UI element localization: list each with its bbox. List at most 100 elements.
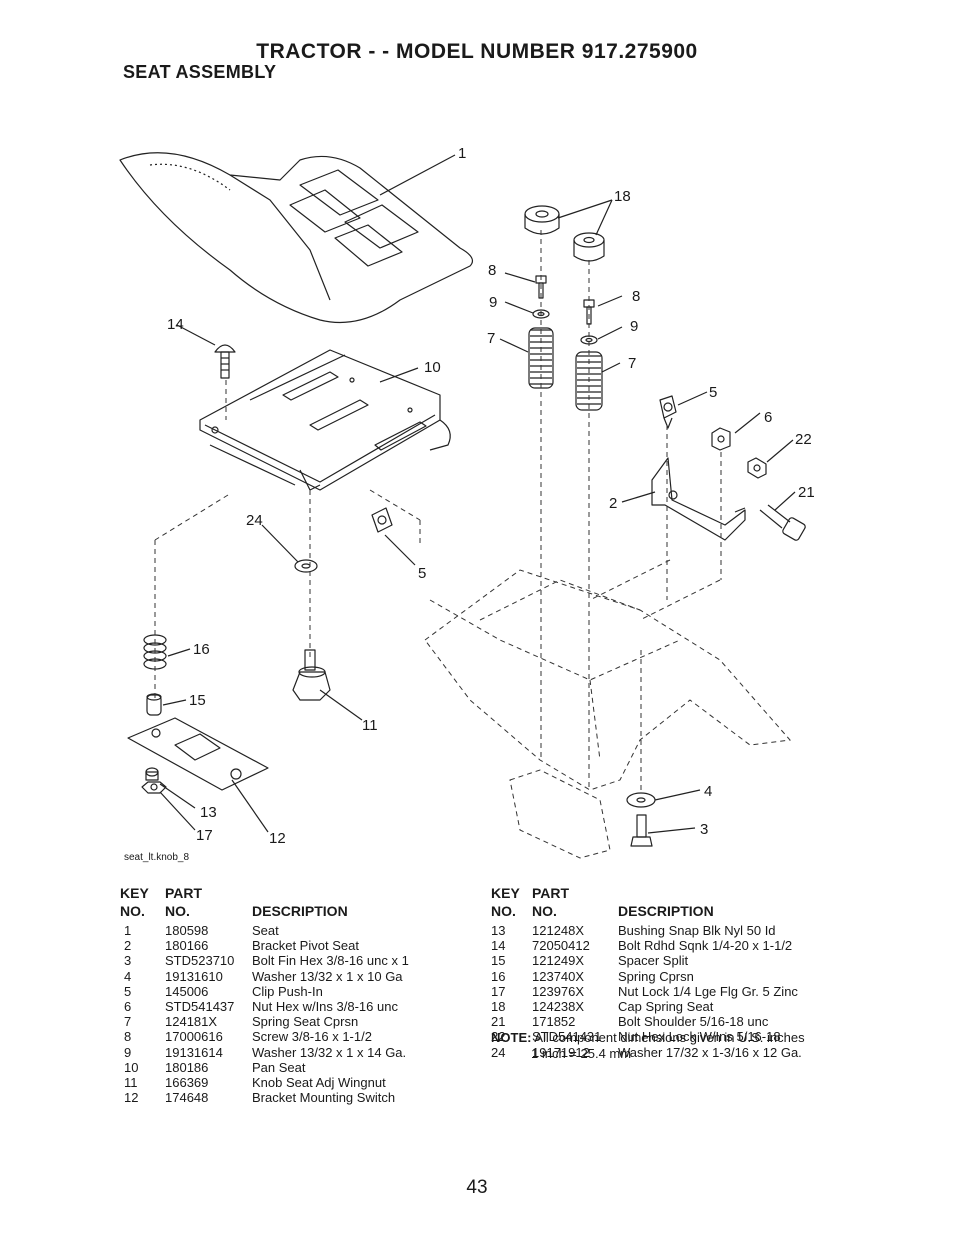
dimensions-note: NOTE: All component dimensions given in …	[491, 1030, 805, 1062]
part-number: 121248X	[532, 923, 585, 938]
washer-24-drawing	[294, 559, 318, 573]
part-description: Bracket Pivot Seat	[252, 938, 359, 954]
part-number: 123740X	[532, 968, 585, 984]
part-description: Spring Cprsn	[618, 968, 694, 984]
callout-11: 11	[362, 717, 378, 734]
part-number: 124238X	[532, 998, 585, 1014]
callout-22: 22	[795, 431, 812, 448]
key-number: 14	[491, 938, 506, 954]
callout-5b: 5	[418, 565, 426, 582]
part-number: 123976X	[532, 983, 585, 999]
key-number: 8	[124, 1029, 132, 1045]
key-number: 4	[124, 968, 132, 984]
table-row: 16 123740X Spring Cprsn	[491, 969, 841, 984]
header-no: NO.	[491, 903, 516, 919]
screws-washers-drawing	[532, 275, 598, 345]
part-description: Cap Spring Seat	[618, 998, 714, 1014]
key-number: 11	[124, 1074, 138, 1090]
section-title: SEAT ASSEMBLY	[123, 62, 277, 82]
header-key: KEY	[120, 885, 149, 901]
part-number: 72050412	[532, 938, 590, 954]
note-line-2: 1 inch = 25.4 mm	[531, 1046, 632, 1061]
key-number: 22	[491, 1029, 506, 1045]
callout-7a: 7	[487, 330, 495, 347]
table-row: 8 17000616 Screw 3/8-16 x 1-1/2	[120, 1029, 450, 1044]
table-row: 4 19131610 Washer 13/32 x 1 x 10 Ga	[120, 969, 450, 984]
part-description: Screw 3/8-16 x 1-1/2	[252, 1029, 372, 1045]
nuts-bolt-drawing	[711, 427, 806, 541]
part-number: 19131610	[165, 968, 223, 984]
key-number: 15	[491, 953, 506, 969]
part-number: 180186	[165, 1059, 209, 1075]
page-number: 43	[466, 1177, 488, 1198]
table-row: 14 72050412 Bolt Rdhd Sqnk 1/4-20 x 1-1/2	[491, 938, 841, 953]
callout-4: 4	[704, 783, 712, 800]
header-part: PART	[165, 885, 203, 901]
part-description: Clip Push-In	[252, 983, 323, 999]
page-title: TRACTOR - - MODEL NUMBER 917.275900	[256, 40, 698, 63]
part-number: 17000616	[165, 1029, 223, 1045]
part-description: Bolt Rdhd Sqnk 1/4-20 x 1-1/2	[618, 938, 793, 954]
callout-5a: 5	[709, 384, 717, 401]
header-part: PART	[532, 885, 570, 901]
carriage-bolt-drawing	[214, 344, 236, 379]
spacer-drawing	[146, 693, 162, 716]
callout-15: 15	[189, 692, 206, 709]
header-description: DESCRIPTION	[618, 903, 714, 919]
part-description: Bolt Shoulder 5/16-18 unc	[618, 1014, 769, 1030]
part-description: Washer 13/32 x 1 x 10 Ga	[252, 968, 403, 984]
bracket-switch-drawing	[127, 717, 269, 791]
part-description: Bushing Snap Blk Nyl 50 Id	[618, 923, 776, 938]
part-number: STD541437	[165, 998, 235, 1014]
callout-7b: 7	[628, 355, 636, 372]
knob-drawing	[292, 649, 331, 701]
key-number: 5	[124, 983, 132, 999]
part-description: Spacer Split	[618, 953, 689, 969]
part-number: 124181X	[165, 1014, 218, 1030]
part-number: 121249X	[532, 953, 585, 969]
callout-13: 13	[200, 804, 217, 821]
key-number: 9	[124, 1044, 132, 1060]
bushing-nut-drawing	[141, 767, 167, 794]
header-part-no: NO.	[165, 903, 190, 919]
key-number: 16	[491, 968, 506, 984]
pan-seat-drawing	[199, 349, 451, 491]
callout-10: 10	[424, 359, 441, 376]
part-description: Seat	[252, 923, 279, 938]
seat-drawing	[119, 152, 473, 324]
header-part-no: NO.	[532, 903, 557, 919]
callout-1: 1	[458, 145, 466, 162]
callout-8b: 8	[632, 288, 640, 305]
part-description: Spring Seat Cprsn	[252, 1014, 359, 1030]
callout-2: 2	[609, 495, 617, 512]
table-row: 15 121249X Spacer Split	[491, 953, 841, 968]
table-header: KEY PART NO. NO. DESCRIPTION	[491, 885, 841, 923]
callout-17: 17	[196, 827, 213, 844]
callout-24: 24	[246, 512, 263, 529]
part-description: Nut Hex w/Ins 3/8-16 unc	[252, 998, 398, 1014]
part-description: Pan Seat	[252, 1059, 306, 1075]
callout-9a: 9	[489, 294, 497, 311]
key-number: 12	[124, 1090, 139, 1106]
washer-bolt-drawing	[626, 792, 656, 847]
callout-18: 18	[614, 188, 631, 205]
key-number: 2	[124, 938, 132, 954]
key-number: 1	[124, 923, 132, 938]
part-number: 171852	[532, 1014, 576, 1030]
clip-push-in-drawing	[371, 395, 677, 533]
